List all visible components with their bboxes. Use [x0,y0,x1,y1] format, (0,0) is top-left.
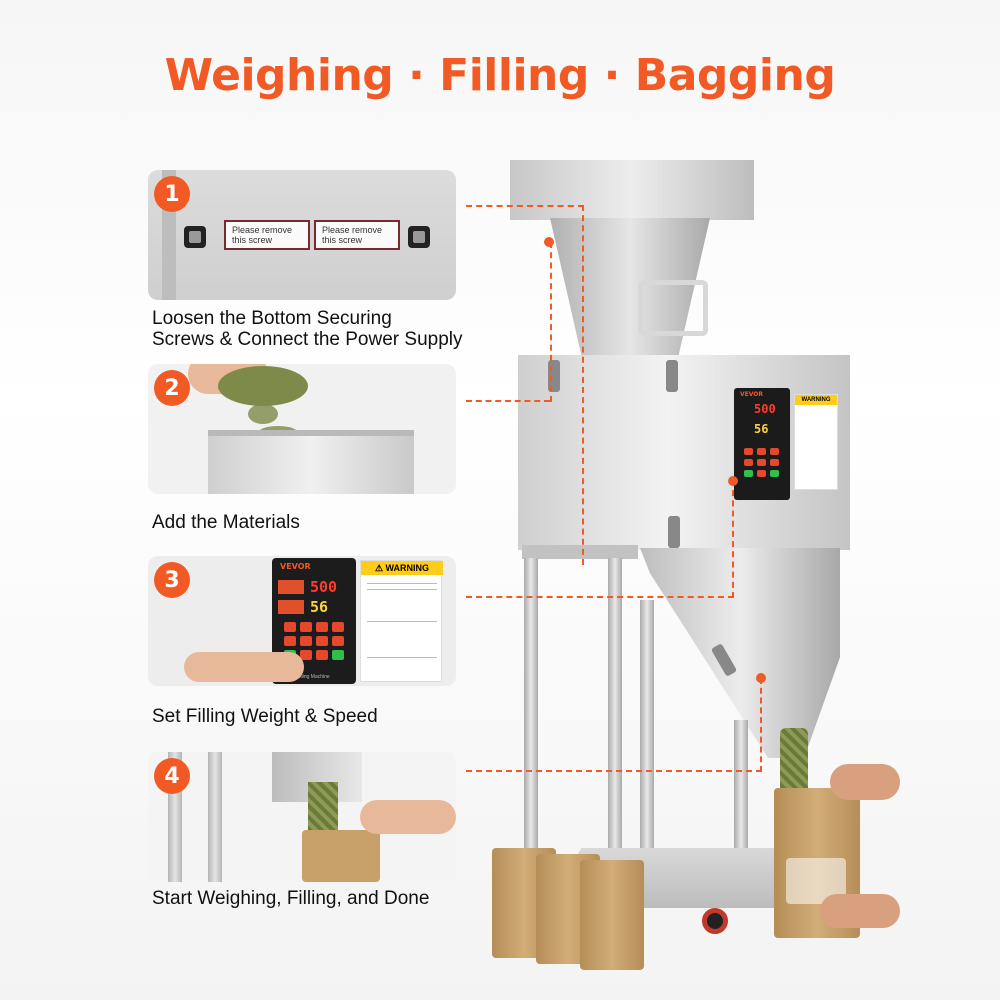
key-button[interactable] [316,650,328,660]
start-key-button[interactable] [332,650,344,660]
key-button[interactable] [744,459,753,466]
key-button[interactable] [770,459,779,466]
machine-leg [524,558,538,848]
control-panel: VEVOR 500 56 [272,558,356,684]
step-caption: Add the Materials [152,512,300,533]
key-button[interactable] [332,636,344,646]
start-key-button[interactable] [744,470,753,477]
key-button[interactable] [316,636,328,646]
caption-line: Start Weighing, Filling, and Done [152,888,430,909]
hand-image [830,764,900,800]
weight-display: 500 [754,402,776,416]
divider [367,657,437,658]
machine-leg [640,600,654,860]
connector-line [466,205,584,565]
screw-icon [408,226,430,248]
step-caption: Set Filling Weight & Speed [152,706,378,727]
key-button[interactable] [300,636,312,646]
screw-label-left: Please remove this screw [224,220,310,250]
hopper-image [208,436,414,494]
bag-image [580,860,644,970]
warning-sticker: ⚠ WARNING [360,560,443,682]
step-3-photo: VEVOR 500 56 [148,556,456,686]
machine-leg [734,720,748,860]
caption-line: Loosen the Bottom Securing [152,308,392,329]
speed-display: 56 [754,422,769,436]
caption-line: Screws & Connect the Power Supply [152,329,463,350]
connector-dot [544,237,554,247]
key-button[interactable] [770,448,779,455]
hand-image [820,894,900,928]
divider [367,589,437,590]
hopper-handle [638,280,708,336]
connector-dot [756,673,766,683]
tea-leaves-image [248,404,278,424]
step-number-badge: 4 [154,758,190,794]
key-button[interactable] [757,448,766,455]
key-button[interactable] [757,459,766,466]
warning-sticker: WARNING [794,394,838,490]
machine-leg [208,752,222,882]
tea-leaves-image [218,366,308,406]
key-button[interactable] [316,622,328,632]
connector-line [466,480,734,598]
step-number-badge: 1 [154,176,190,212]
panel-brand: VEVOR [740,391,764,398]
warning-title: WARNING [795,395,837,405]
screw-icon [184,226,206,248]
warning-title: WARNING [385,563,430,573]
step-1-photo: Please remove this screw Please remove t… [148,170,456,300]
key-button[interactable] [284,622,296,632]
bag-image [302,830,380,882]
connector-dot [728,476,738,486]
step-number-badge: 2 [154,370,190,406]
warning-icon: ⚠ [374,563,386,573]
step-number-badge: 3 [154,562,190,598]
key-button[interactable] [300,650,312,660]
key-button[interactable] [332,622,344,632]
machine-control-panel: VEVOR 500 56 [734,388,790,500]
weight-display: 500 [310,578,338,596]
connector-line [466,400,550,402]
weight-tag [278,580,304,594]
step-caption: Start Weighing, Filling, and Done [152,888,429,909]
panel-footer: Powder Filling Machine [278,674,330,680]
caption-line: Set Filling Weight & Speed [152,706,378,727]
screw-label-text: Please remove this screw [322,225,383,245]
step-caption: Loosen the Bottom Securing Screws & Conn… [152,308,463,350]
hand-image [360,800,456,834]
tea-flow-image [780,728,808,798]
hopper-top [510,160,754,220]
latch-icon [668,516,680,548]
key-button[interactable] [284,636,296,646]
screw-label-text: Please remove this screw [232,225,293,245]
filling-machine-image: VEVOR 500 56 WARNING [490,160,910,970]
hand-image [184,652,304,682]
divider [367,621,437,622]
key-button[interactable] [757,470,766,477]
caption-line: Add the Materials [152,512,300,533]
speed-tag [278,600,304,614]
latch-icon [666,360,678,392]
keypad [744,448,804,477]
machine-leg [608,558,622,848]
stand-frame [522,545,638,559]
page-title: Weighing · Filling · Bagging [164,50,836,101]
screw-label-right: Please remove this screw [314,220,400,250]
key-button[interactable] [744,448,753,455]
key-button[interactable] [300,622,312,632]
connector-line [466,678,762,772]
speed-display: 56 [310,598,329,616]
hopper-rim [208,430,414,440]
connector-line [550,242,552,402]
warning-header: ⚠ WARNING [361,561,443,575]
divider [367,583,437,584]
step-2-photo [148,364,456,494]
panel-brand: VEVOR [280,562,311,571]
caster-wheel [702,908,728,934]
step-4-photo [148,752,456,882]
start-key-button[interactable] [770,470,779,477]
